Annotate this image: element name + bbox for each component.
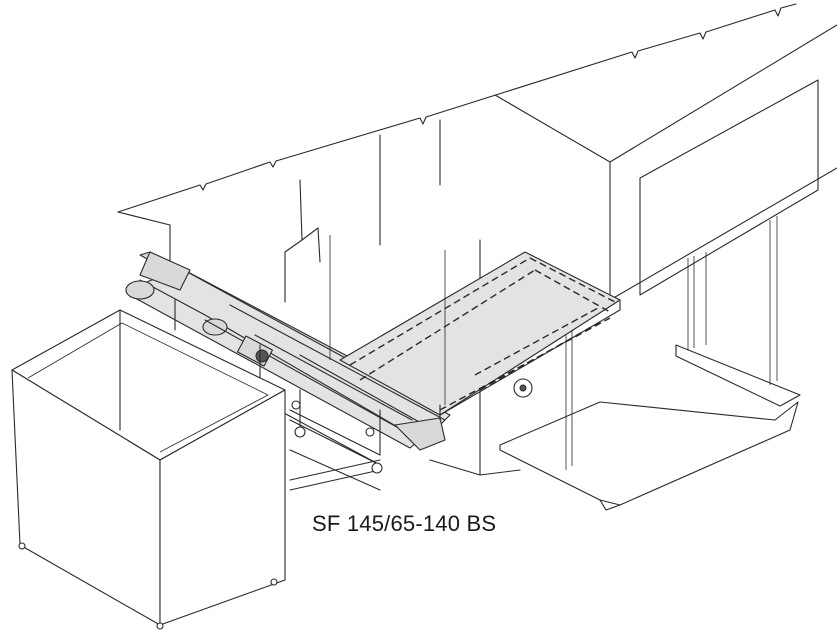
collection-bin: [11, 309, 286, 630]
conveyor-belt-assembly: [125, 235, 621, 451]
conveyor-frame: [174, 299, 383, 491]
model-label: SF 145/65-140 BS: [312, 511, 497, 536]
